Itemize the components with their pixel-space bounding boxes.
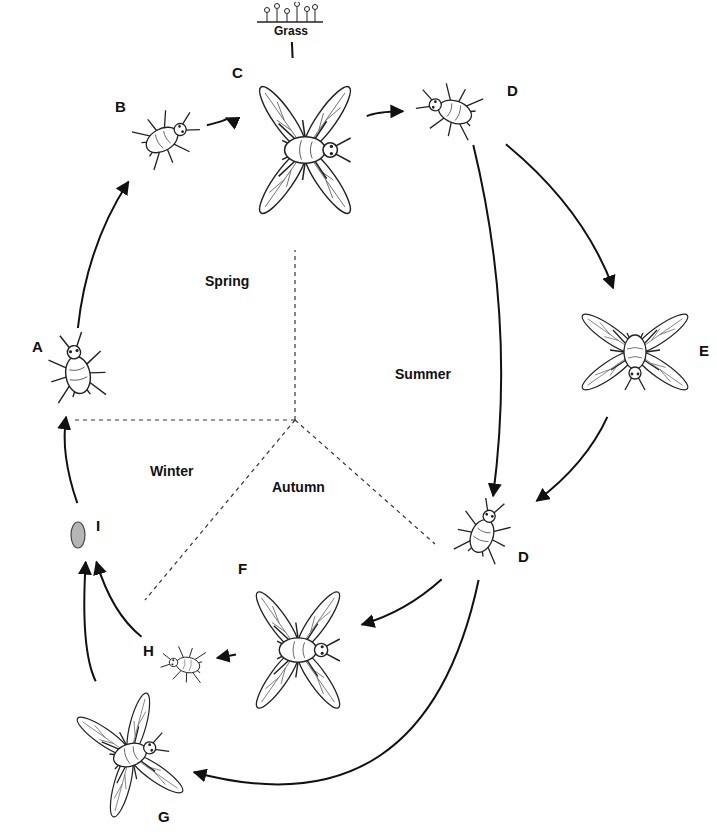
life-stage: I: [60, 505, 115, 560]
life-stage: C: [228, 60, 365, 243]
season-label: Summer: [395, 366, 451, 382]
cycle-arrow: [84, 562, 95, 681]
cycle-arrow: [367, 111, 403, 116]
host-plant: Grass: [245, 2, 337, 40]
label-holder: Spring: [205, 272, 249, 290]
cycle-arrow: [217, 654, 236, 658]
stage-letter: B: [115, 99, 126, 114]
cycle-arrow: [96, 562, 141, 637]
cycle-arrow: [506, 144, 613, 288]
cycle-arrow: [537, 417, 608, 501]
aphid-illustration: [238, 560, 360, 725]
label-holder: Winter: [150, 462, 193, 480]
cycle-arrow: [78, 182, 129, 328]
stage-letter: D: [507, 83, 518, 98]
cycle-arrow: [473, 145, 501, 496]
life-stage: D: [440, 498, 535, 578]
aphid-illustration: [72, 683, 192, 828]
life-stage: D: [405, 78, 525, 143]
egg-illustration: [60, 505, 115, 560]
stage-letter: C: [232, 65, 243, 80]
life-stage: F: [238, 560, 360, 725]
season-label: Autumn: [272, 479, 325, 495]
season-label: Winter: [150, 463, 193, 479]
cycle-arrow: [207, 118, 227, 125]
stage-letter: H: [143, 643, 154, 658]
cycle-arrow: [362, 579, 442, 624]
stem-line: [291, 42, 294, 58]
label-holder: Autumn: [272, 478, 325, 496]
life-stage: A: [28, 330, 118, 415]
stage-letter: I: [96, 518, 100, 533]
life-stage: G: [72, 683, 192, 828]
stage-letter: D: [518, 549, 529, 564]
label-holder: Summer: [395, 365, 451, 383]
divider-line: [75, 419, 295, 420]
life-stage: B: [110, 95, 205, 180]
stage-letter: F: [238, 561, 247, 576]
stage-letter: E: [699, 343, 709, 358]
season-label: Spring: [205, 273, 249, 289]
divider-line: [145, 420, 295, 600]
cycle-arrow: [194, 580, 479, 784]
life-stage: H: [140, 638, 215, 693]
aphid-illustration: [440, 498, 535, 578]
cycle-arrow: [65, 417, 78, 503]
aphid-illustration: [562, 290, 712, 415]
life-stage: E: [562, 290, 712, 415]
aphid-illustration: [228, 60, 365, 243]
stage-letter: A: [32, 339, 43, 354]
stage-letter: G: [158, 809, 170, 824]
plant-label: Grass: [245, 25, 337, 37]
divider-line: [294, 250, 295, 420]
